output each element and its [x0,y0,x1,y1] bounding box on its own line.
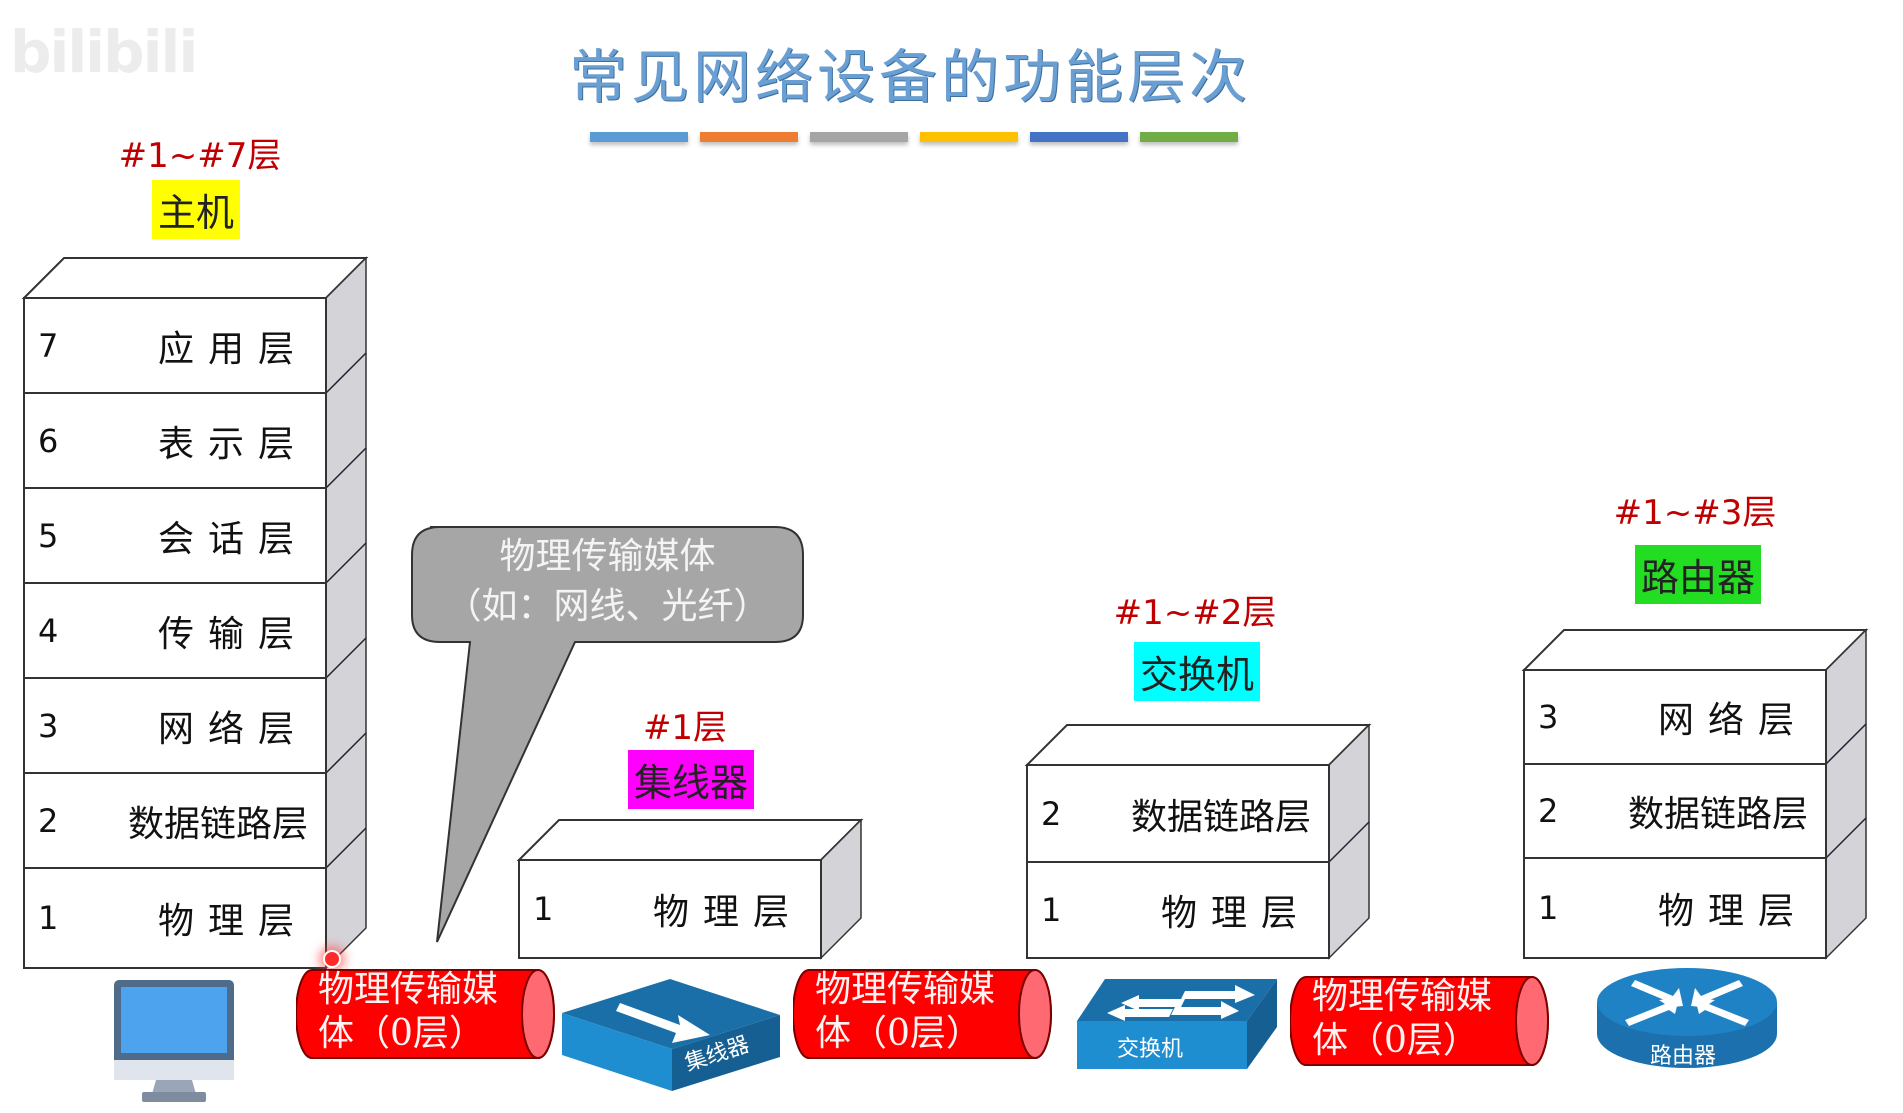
slide-title: 常见网络设备的功能层次 [568,43,1251,111]
switch-layer-stack: 2 数据链路层 1 物理层 [1024,723,1372,960]
medium-cylinder-1: 物理传输媒 体（0层） [296,968,558,1060]
bilibili-watermark: bilibili [10,18,198,86]
accent-bar-6 [1140,132,1238,142]
medium-cylinder-2: 物理传输媒 体（0层） [793,968,1055,1060]
medium-line-2: 体（0层） [318,1013,485,1054]
accent-bar-4 [920,132,1018,142]
accent-bar-5 [1030,132,1128,142]
cylinder-shape [296,969,555,1059]
layer-number: 1 [1041,891,1062,929]
hub-layer-1: 1 物理层 [519,860,821,958]
router-cylinder-icon [1597,968,1777,1068]
computer-monitor-icon [114,980,234,1102]
layer-name: 物理层 [1160,893,1311,934]
switch-layer-range: #1~#2层 [1113,593,1277,633]
layer-name: 数据链路层 [1627,794,1808,835]
host-layer-stack: 7 应用层 6 表示层 5 会话层 4 传输层 3 网络层 2 数据链路层 1 … [21,256,369,970]
accent-bar-1 [590,132,688,142]
layer-name: 会话层 [157,518,308,560]
cylinder-shape [1290,976,1549,1066]
layer-name: 网络层 [1657,700,1808,741]
medium-line-1: 物理传输媒 [815,969,996,1010]
switch-icon-label: 交换机 [1117,1037,1184,1062]
host-layer-2: 2 数据链路层 [24,773,326,868]
layer-number: 1 [533,890,554,928]
layer-number: 6 [38,421,59,460]
layer-name: 表示层 [157,423,308,465]
host-layer-range: #1~#7层 [118,136,282,176]
host-layer-5: 5 会话层 [24,488,326,583]
layer-number: 3 [1538,698,1559,736]
accent-bar-2 [700,132,798,142]
host-stack-3d-frame [21,256,369,970]
callout-text: 物理传输媒体 （如：网线、光纤） [412,532,803,632]
router-icon-label: 路由器 [1650,1044,1717,1069]
layer-name: 物理层 [652,892,803,933]
layer-number: 2 [1041,794,1062,833]
accent-bars [590,132,1238,142]
router-layer-stack: 3 网络层 2 数据链路层 1 物理层 [1521,628,1869,960]
switch-stack-3d-frame [1024,723,1372,960]
hub-layer-range: #1层 [642,708,728,748]
switch-layer-1: 1 物理层 [1027,862,1329,958]
router-device-icon: 路由器 [1595,962,1780,1072]
switch-layer-2: 2 数据链路层 [1027,765,1329,862]
host-name-badge: 主机 [152,180,241,239]
router-layer-1: 1 物理层 [1524,858,1826,958]
router-layer-range: #1~#3层 [1613,493,1777,533]
router-name-badge: 路由器 [1635,545,1762,604]
host-layer-6: 6 表示层 [24,393,326,488]
layer-name: 物理层 [1657,891,1808,932]
medium-line-1: 物理传输媒 [318,969,499,1010]
layer-number: 3 [38,706,59,745]
layer-number: 4 [38,611,59,650]
host-layer-7: 7 应用层 [24,298,326,393]
hub-stack-3d-frame [516,818,864,960]
switch-name-badge: 交换机 [1134,642,1261,701]
layer-name: 物理层 [157,901,308,942]
hub-layer-stack: 1 物理层 [516,818,864,960]
medium-line-2: 体（0层） [1312,1020,1479,1061]
switch-box-icon [1077,979,1277,1069]
layer-number: 1 [38,899,59,937]
callout-line-2: （如：网线、光纤） [445,586,770,627]
switch-device-icon: 交换机 [1075,975,1285,1075]
medium-cylinder-3: 物理传输媒 体（0层） [1290,975,1552,1067]
layer-name: 传输层 [157,613,308,655]
router-layer-2: 2 数据链路层 [1524,764,1826,858]
accent-bar-3 [810,132,908,142]
router-stack-3d-frame [1521,628,1869,960]
layer-number: 7 [38,326,59,365]
hub-box-icon [562,979,780,1091]
layer-number: 2 [1538,792,1559,830]
pointer-dot [323,950,341,968]
layer-name: 数据链路层 [127,803,308,845]
host-layer-4: 4 传输层 [24,583,326,678]
layer-name: 应用层 [157,328,308,370]
router-layer-3: 3 网络层 [1524,670,1826,764]
layer-name: 数据链路层 [1130,796,1311,838]
layer-number: 1 [1538,889,1559,927]
cylinder-shape [793,969,1052,1059]
medium-line-1: 物理传输媒 [1312,976,1493,1017]
host-layer-3: 3 网络层 [24,678,326,773]
hub-name-badge: 集线器 [628,750,755,809]
layer-number: 5 [38,516,59,555]
callout-line-1: 物理传输媒体 [499,536,716,577]
host-layer-1: 1 物理层 [24,868,326,968]
layer-number: 2 [38,801,59,840]
hub-device-icon: 集线器 [560,975,785,1095]
medium-line-2: 体（0层） [815,1013,982,1054]
callout-bubble [411,526,804,943]
layer-name: 网络层 [157,708,308,750]
